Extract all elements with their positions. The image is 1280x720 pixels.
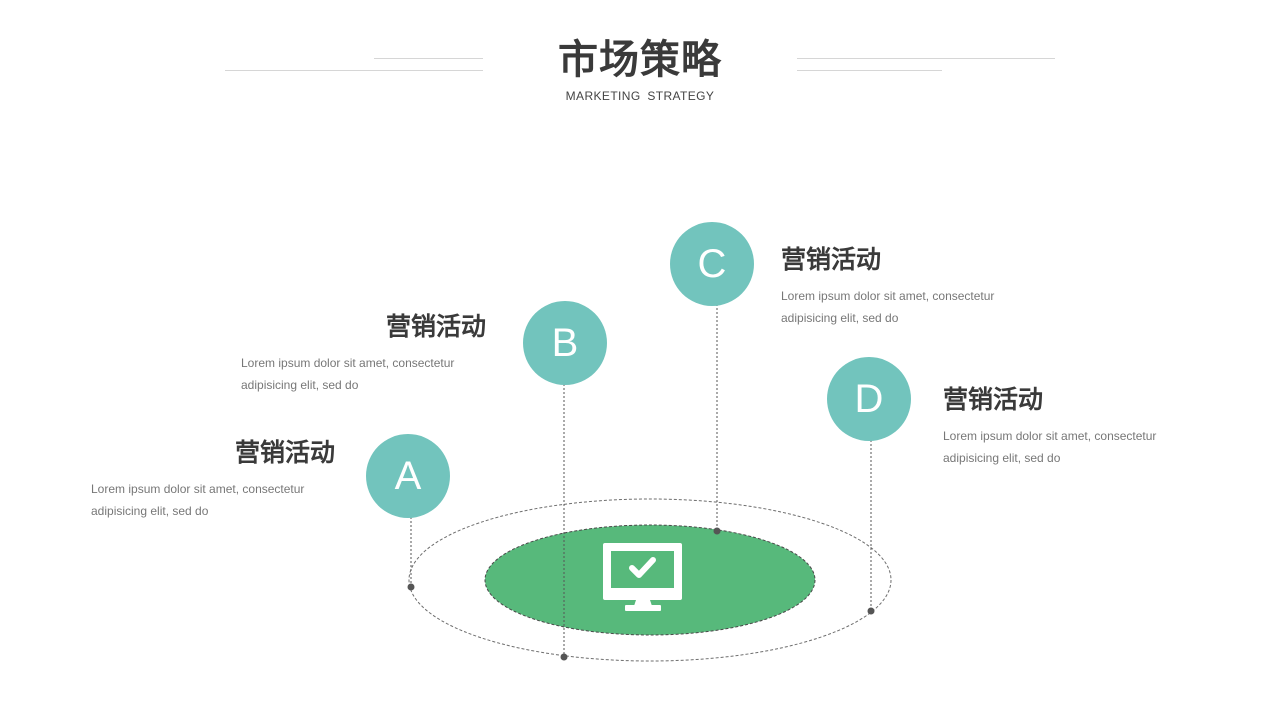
label-c-title: 营销活动 — [781, 245, 882, 274]
label-d-desc: Lorem ipsum dolor sit amet, consectetur … — [943, 425, 1183, 469]
label-c-desc: Lorem ipsum dolor sit amet, consectetur … — [781, 285, 1021, 329]
label-b-desc-line1: Lorem ipsum dolor sit amet, consectetur — [241, 356, 455, 370]
label-c-desc-line1: Lorem ipsum dolor sit amet, consectetur — [781, 289, 995, 303]
header-line-right-long — [797, 58, 1055, 59]
label-d-title: 营销活动 — [943, 385, 1044, 414]
label-b-desc: Lorem ipsum dolor sit amet, consectetur … — [241, 352, 481, 396]
header-line-left-long — [225, 70, 483, 71]
anchor-dot-a — [407, 583, 415, 591]
node-d: D — [827, 357, 911, 441]
outer-orbit-ellipse — [408, 498, 892, 662]
anchor-dot-b — [560, 653, 568, 661]
label-b-title: 营销活动 — [385, 312, 486, 341]
anchor-dot-d — [867, 607, 875, 615]
header-line-left-short — [374, 58, 483, 59]
node-c: C — [670, 222, 754, 306]
node-a: A — [366, 434, 450, 518]
page-subtitle: MARKETING STRATEGY — [565, 89, 715, 103]
label-d-desc-line1: Lorem ipsum dolor sit amet, consectetur — [943, 429, 1157, 443]
monitor-check-icon — [603, 543, 682, 611]
label-a-desc-line1: Lorem ipsum dolor sit amet, consectetur — [91, 482, 305, 496]
label-a-desc-line2: adipisicing elit, sed do — [91, 504, 209, 518]
label-d-desc-line2: adipisicing elit, sed do — [943, 451, 1061, 465]
label-c-desc-line2: adipisicing elit, sed do — [781, 311, 899, 325]
anchor-dot-c — [713, 527, 721, 535]
label-b-desc-line2: adipisicing elit, sed do — [241, 378, 359, 392]
page-title: 市场策略 — [558, 37, 722, 83]
label-a-title: 营销活动 — [234, 438, 335, 467]
node-b: B — [523, 301, 607, 385]
label-a-desc: Lorem ipsum dolor sit amet, consectetur … — [91, 478, 331, 522]
header-line-right-short — [797, 70, 942, 71]
